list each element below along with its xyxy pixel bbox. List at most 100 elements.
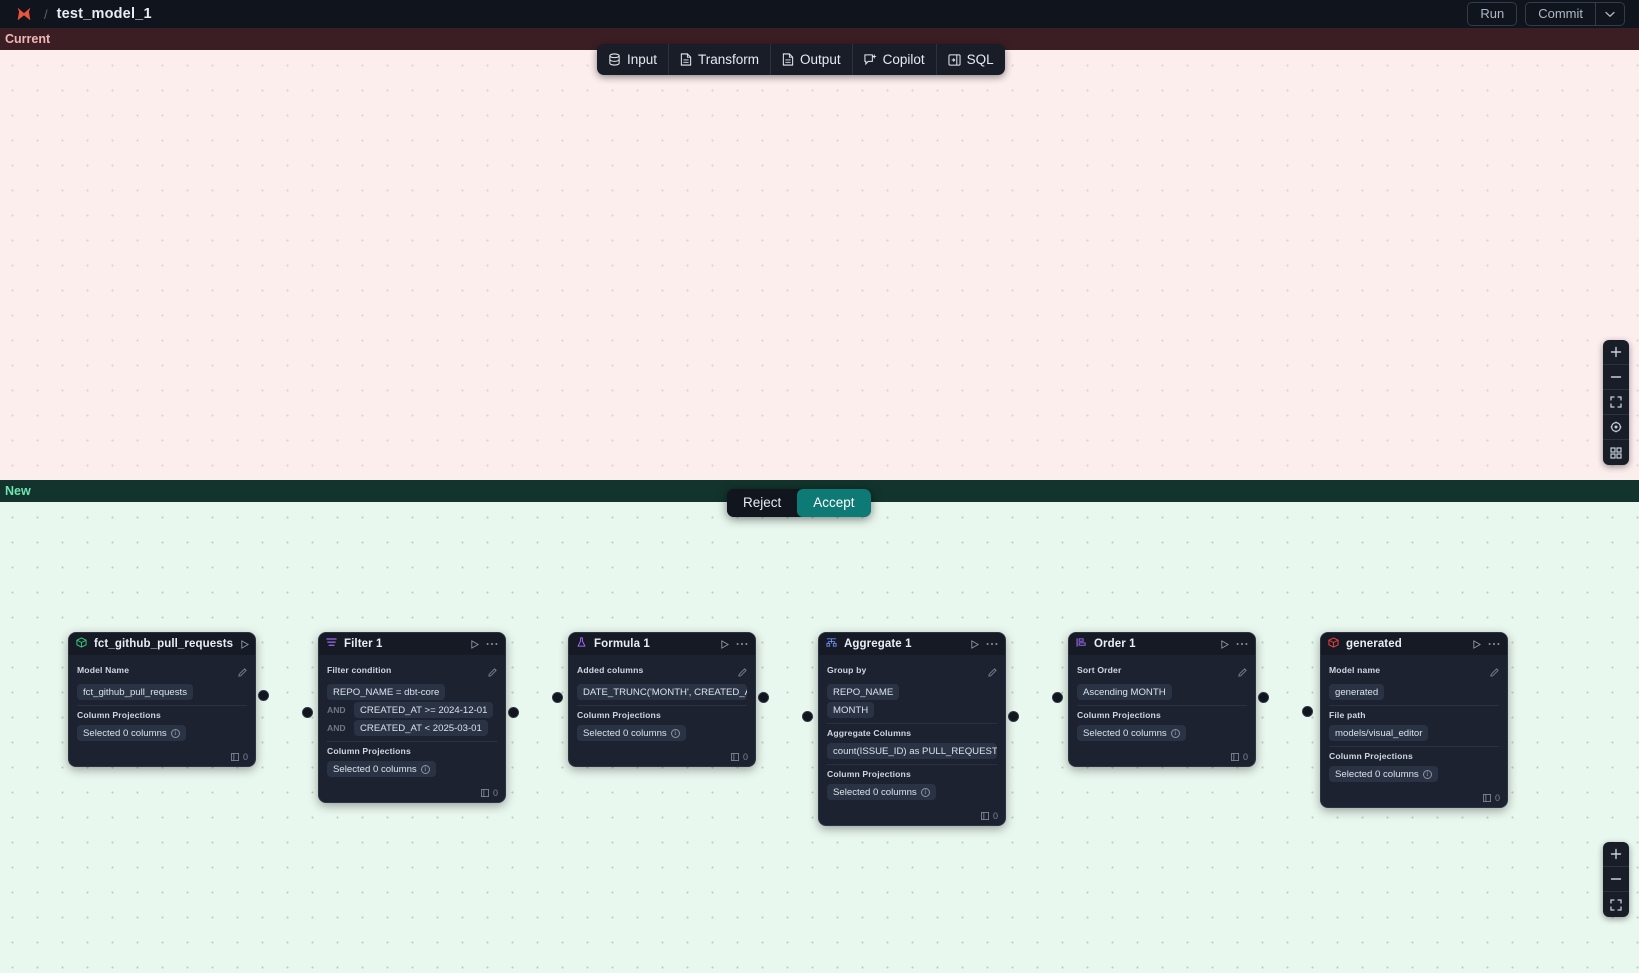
fit-screen-icon[interactable] bbox=[1603, 390, 1629, 415]
info-icon[interactable]: i bbox=[1422, 769, 1432, 779]
commit-button[interactable]: Commit bbox=[1525, 2, 1595, 26]
node-port[interactable] bbox=[1008, 711, 1019, 722]
play-icon[interactable] bbox=[240, 639, 250, 649]
node-port[interactable] bbox=[258, 690, 269, 701]
toolbar-item-copilot[interactable]: Copilot bbox=[853, 44, 937, 75]
ellipsis-icon[interactable] bbox=[1236, 642, 1248, 646]
edit-pencil-icon[interactable] bbox=[238, 664, 247, 682]
info-icon[interactable]: i bbox=[670, 728, 680, 738]
ellipsis-icon[interactable] bbox=[736, 642, 748, 646]
edit-pencil-icon[interactable] bbox=[1238, 664, 1247, 682]
play-icon[interactable] bbox=[970, 639, 979, 649]
sort-order-chip[interactable]: Ascending MONTH bbox=[1077, 684, 1172, 700]
toolbar-item-input[interactable]: Input bbox=[597, 44, 670, 75]
ellipsis-icon[interactable] bbox=[1488, 642, 1500, 646]
node-port[interactable] bbox=[1302, 706, 1313, 717]
fit-screen-icon[interactable] bbox=[1603, 892, 1629, 917]
run-button[interactable]: Run bbox=[1467, 2, 1518, 26]
group-by-chip[interactable]: MONTH bbox=[827, 702, 875, 718]
file-path-chip[interactable]: models/visual_editor bbox=[1329, 725, 1429, 741]
current-version-pane[interactable]: Current bbox=[0, 28, 1639, 480]
node-header: generated bbox=[1321, 633, 1507, 655]
ellipsis-icon[interactable] bbox=[986, 642, 998, 646]
toolbar-item-output[interactable]: Output bbox=[771, 44, 853, 75]
x-mark-logo-icon[interactable] bbox=[14, 4, 34, 24]
conjunction-label: AND bbox=[327, 723, 346, 733]
reject-button[interactable]: Reject bbox=[727, 489, 798, 517]
node-order-1[interactable]: Order 1 Sort Order Ascending MONTH Colum… bbox=[1068, 632, 1256, 767]
value-chip[interactable]: fct_github_pull_requests bbox=[77, 684, 194, 700]
filter-condition-chip[interactable]: CREATED_AT >= 2024-12-01 bbox=[354, 702, 494, 718]
node-port[interactable] bbox=[508, 707, 519, 718]
node-port[interactable] bbox=[552, 692, 563, 703]
model-name-chip[interactable]: generated bbox=[1329, 684, 1385, 700]
node-port[interactable] bbox=[1258, 692, 1269, 703]
node-filter-1[interactable]: Filter 1 Filter condition REPO_NAME = db… bbox=[318, 632, 506, 803]
node-fct-github-pull-requests[interactable]: fct_github_pull_requests Model Name fct_… bbox=[68, 632, 256, 767]
node-body: Added columns DATE_TRUNC('MONTH', CREATE… bbox=[569, 655, 755, 750]
section-label: Group by bbox=[827, 665, 867, 675]
filter-condition-chip[interactable]: CREATED_AT < 2025-03-01 bbox=[354, 720, 488, 736]
ellipsis-icon[interactable] bbox=[486, 642, 498, 646]
target-center-icon[interactable] bbox=[1603, 415, 1629, 440]
sql-panel-icon bbox=[948, 53, 961, 66]
chevron-down-icon[interactable] bbox=[1595, 2, 1625, 26]
node-section: Aggregate Columns count(ISSUE_ID) as PUL… bbox=[827, 723, 997, 764]
section-label: Column Projections bbox=[827, 769, 911, 779]
play-icon[interactable] bbox=[720, 639, 729, 649]
node-footer: 0 bbox=[819, 809, 1005, 825]
file-text-icon bbox=[680, 53, 692, 66]
section-label: Aggregate Columns bbox=[827, 728, 912, 738]
node-section: Filter condition REPO_NAME = dbt-core AN… bbox=[327, 661, 497, 741]
filter-condition-chip[interactable]: REPO_NAME = dbt-core bbox=[327, 684, 446, 700]
node-header: Aggregate 1 bbox=[819, 633, 1005, 655]
diff-decision-bar: Reject Accept bbox=[727, 489, 871, 517]
play-icon[interactable] bbox=[1220, 639, 1229, 649]
rows-icon bbox=[1230, 753, 1239, 761]
node-aggregate-1[interactable]: Aggregate 1 Group by REPO_NAME MONTH Agg… bbox=[818, 632, 1006, 826]
toolbar-label: Copilot bbox=[882, 52, 925, 67]
aggregate-column-chip[interactable]: count(ISSUE_ID) as PULL_REQUEST_… bbox=[827, 743, 997, 759]
edit-pencil-icon[interactable] bbox=[1490, 664, 1499, 682]
info-icon[interactable]: i bbox=[420, 764, 430, 774]
edit-pencil-icon[interactable] bbox=[488, 664, 497, 682]
grid-layout-icon[interactable] bbox=[1603, 440, 1629, 465]
info-icon[interactable]: i bbox=[170, 728, 180, 738]
edit-pencil-icon[interactable] bbox=[738, 664, 747, 682]
node-port[interactable] bbox=[302, 707, 313, 718]
plus-icon[interactable] bbox=[1603, 340, 1629, 365]
toolbar-item-sql[interactable]: SQL bbox=[937, 44, 1005, 75]
rows-icon bbox=[1482, 794, 1491, 802]
node-port[interactable] bbox=[1052, 692, 1063, 703]
toolbar-item-transform[interactable]: Transform bbox=[669, 44, 772, 75]
info-icon[interactable]: i bbox=[1170, 728, 1180, 738]
node-formula-1[interactable]: Formula 1 Added columns DATE_TRUNC('MONT… bbox=[568, 632, 756, 767]
new-version-pane[interactable]: New fct_github_pull bbox=[0, 480, 1639, 973]
node-body: Model Name fct_github_pull_requests Colu… bbox=[69, 655, 255, 750]
play-icon[interactable] bbox=[470, 639, 479, 649]
play-icon[interactable] bbox=[1472, 639, 1481, 649]
node-generated[interactable]: generated Model name generated File path… bbox=[1320, 632, 1508, 808]
node-port[interactable] bbox=[758, 692, 769, 703]
accept-button[interactable]: Accept bbox=[797, 489, 871, 517]
node-port[interactable] bbox=[802, 711, 813, 722]
minus-icon[interactable] bbox=[1603, 867, 1629, 892]
info-icon[interactable]: i bbox=[920, 787, 930, 797]
section-label: Column Projections bbox=[577, 710, 661, 720]
row-count: 0 bbox=[742, 752, 748, 762]
minus-icon[interactable] bbox=[1603, 365, 1629, 390]
top-bar: / test_model_1 Run Commit bbox=[0, 0, 1639, 28]
plus-icon[interactable] bbox=[1603, 842, 1629, 867]
value-chip[interactable]: DATE_TRUNC('MONTH', CREATED_AT… bbox=[577, 684, 747, 700]
node-section: File path models/visual_editor bbox=[1329, 705, 1499, 746]
edit-pencil-icon[interactable] bbox=[988, 664, 997, 682]
group-by-chip[interactable]: REPO_NAME bbox=[827, 684, 900, 700]
